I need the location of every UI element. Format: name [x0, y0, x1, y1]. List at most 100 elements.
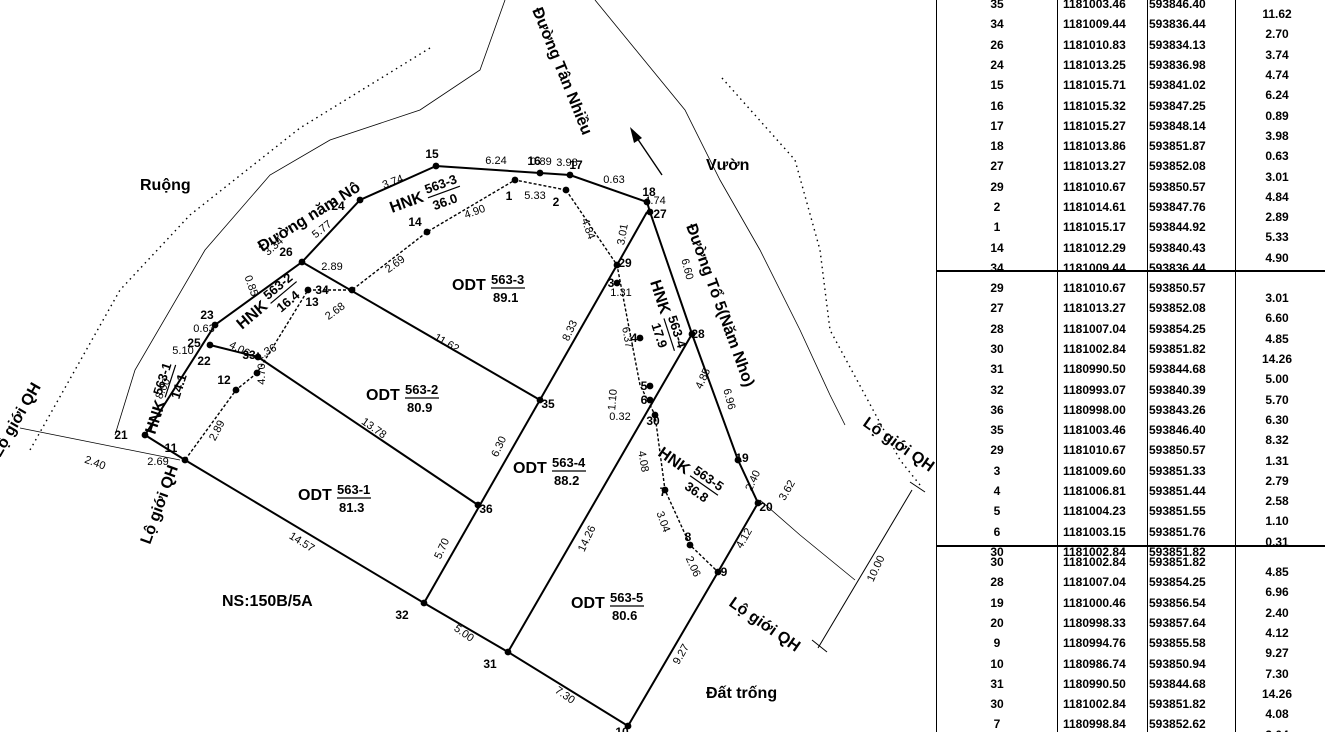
- fraction-bar: [663, 318, 676, 351]
- survey-point-9: [714, 568, 722, 576]
- area-lot: 563-4: [552, 455, 586, 470]
- survey-point-21: [141, 431, 149, 439]
- line-25-22: [209, 344, 259, 358]
- segment-distance: 2.79: [1265, 473, 1289, 488]
- coord-x: 1180994.76: [1063, 636, 1126, 651]
- area-type: ODT: [513, 460, 547, 477]
- table-column-divider: [1235, 0, 1236, 732]
- coord-y: 593851.76: [1149, 524, 1206, 539]
- survey-point-19: [734, 456, 742, 464]
- length-label: 11.62: [432, 332, 461, 356]
- point-label: 17: [569, 158, 583, 172]
- point-label: 23: [200, 308, 214, 322]
- point-label: 2: [553, 195, 560, 209]
- point-id: 30: [990, 555, 1004, 569]
- length-label: 3.01: [615, 223, 631, 246]
- segment-distance: 4.85: [1265, 565, 1289, 580]
- coord-y: 593852.08: [1149, 159, 1206, 174]
- coord-x: 1181004.23: [1063, 504, 1126, 519]
- length-label: 5.33: [524, 190, 545, 202]
- segment-distance: 5.00: [1265, 372, 1289, 387]
- coord-y: 593850.94: [1149, 656, 1206, 671]
- length-label: 3.04: [654, 510, 673, 534]
- segment-distance: 3.98: [1265, 128, 1289, 143]
- point-id: 27: [990, 159, 1004, 174]
- coord-x: 1181010.67: [1063, 179, 1126, 194]
- coord-x: 1181015.17: [1063, 220, 1126, 235]
- point-label: 30: [646, 414, 660, 428]
- area-value: 80.9: [407, 400, 432, 415]
- area-type: ODT: [366, 387, 400, 404]
- coord-y: 593851.55: [1149, 504, 1206, 519]
- length-label: 2.89: [207, 418, 228, 443]
- coord-x: 1181015.27: [1063, 118, 1126, 133]
- segment-distance: 3.74: [1265, 47, 1289, 62]
- coord-x: 1180998.84: [1063, 717, 1126, 732]
- coord-y: 593843.26: [1149, 402, 1206, 417]
- coord-y: 593846.40: [1149, 0, 1206, 11]
- area-type: HNK: [143, 398, 170, 437]
- survey-point-16: [536, 169, 544, 177]
- survey-point-28: [688, 330, 696, 338]
- survey-point-22: [254, 353, 262, 361]
- survey-point-1: [511, 176, 519, 184]
- point-label: 11: [165, 441, 178, 455]
- area-type: HNK: [234, 297, 272, 333]
- coord-y: 593836.44: [1149, 17, 1206, 32]
- segment-distance: 1.10: [1265, 514, 1289, 529]
- point-label: 32: [395, 608, 409, 622]
- point-id: 30: [990, 341, 1004, 356]
- length-label: 1.10: [606, 389, 620, 411]
- survey-point-31: [504, 648, 512, 656]
- segment-distance: 4.90: [1265, 250, 1289, 265]
- survey-point-36: [474, 501, 482, 509]
- road-edge-tan-nhieu-left: [114, 0, 506, 436]
- segment-distance: 4.84: [1265, 189, 1289, 204]
- point-label: 12: [217, 373, 231, 387]
- coord-y: 593844.68: [1149, 676, 1206, 691]
- point-id: 3: [993, 463, 1001, 478]
- point-id: 28: [990, 575, 1004, 590]
- point-id: 10: [990, 656, 1004, 671]
- length-label: 4.74: [644, 195, 665, 207]
- coord-y: 593841.02: [1149, 78, 1206, 93]
- length-label: 0.63: [603, 174, 624, 186]
- point-label: 14: [408, 215, 422, 229]
- point-label: 9: [721, 565, 728, 579]
- survey-point-10: [624, 722, 632, 730]
- length-label: 4.90: [463, 203, 487, 222]
- length-label: 6.30: [489, 434, 509, 458]
- survey-points: [141, 162, 762, 730]
- coord-x: 1181002.84: [1063, 697, 1126, 712]
- road-edge-tan-nhieu-right: [594, 0, 846, 426]
- coord-x: 1181013.25: [1063, 57, 1126, 72]
- area-lot: 563-5: [610, 590, 643, 605]
- place-name: Lộ giới QH: [138, 463, 182, 546]
- length-label: 2.89: [321, 261, 342, 273]
- segment-distance: 6.24: [1265, 88, 1289, 103]
- survey-point-11: [181, 456, 189, 464]
- place-name: Đất trống: [706, 685, 777, 702]
- length-label: 1.36: [254, 342, 279, 363]
- survey-point-20: [754, 499, 762, 507]
- point-id: 27: [990, 301, 1004, 316]
- table-block-divider: [937, 545, 1325, 547]
- coord-x: 1181009.60: [1063, 463, 1126, 478]
- coord-y: 593851.44: [1149, 484, 1206, 498]
- road-edges: [19, 0, 856, 581]
- boundary-ruong: [29, 47, 431, 451]
- fraction-bar: [689, 475, 719, 496]
- line-29-32: [423, 264, 618, 604]
- length-label: 2.40: [743, 468, 763, 492]
- point-label: 8: [685, 530, 692, 544]
- coord-y: 593840.39: [1149, 382, 1206, 397]
- fraction-bar: [427, 185, 461, 199]
- survey-point-33: [253, 369, 261, 377]
- road-edge-lower-right: [759, 499, 856, 581]
- point-id: 35: [990, 0, 1004, 11]
